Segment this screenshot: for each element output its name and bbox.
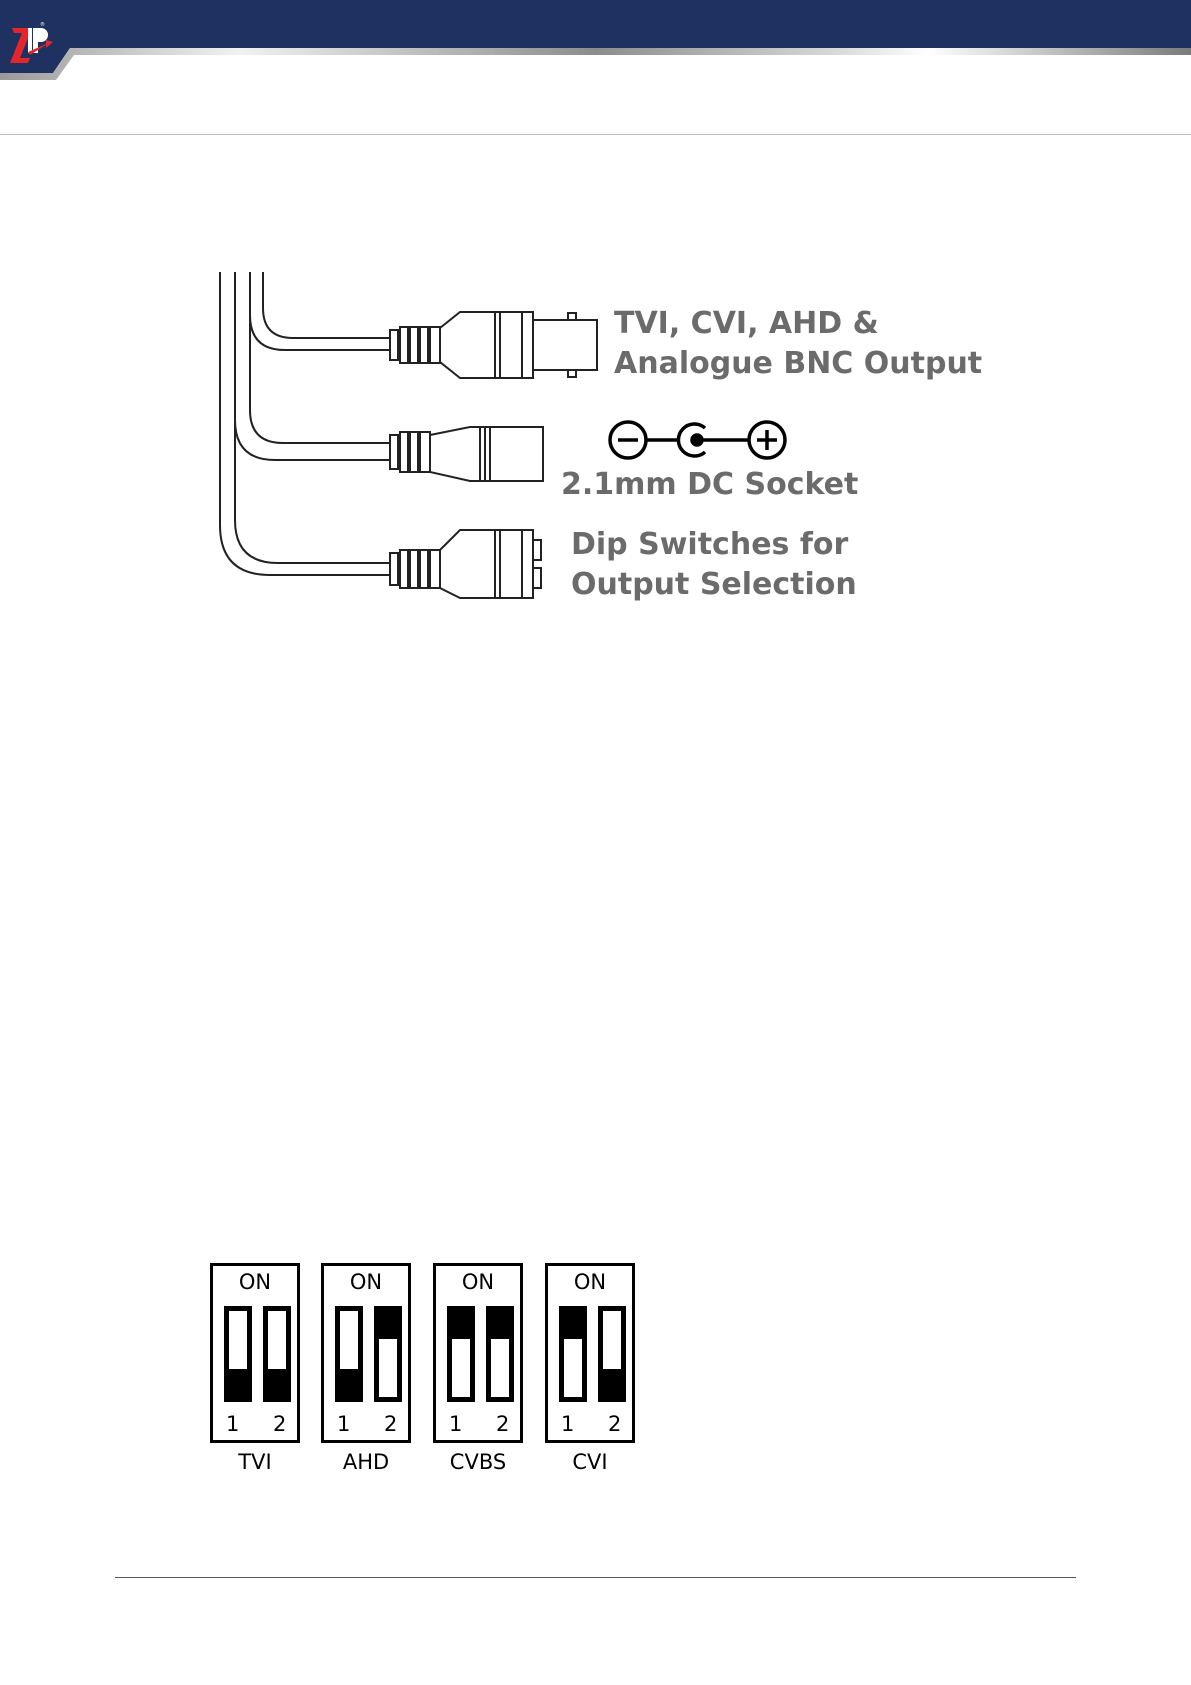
switch-2-on (486, 1306, 514, 1402)
dip-switch-ahd: ON 1 2 (321, 1263, 411, 1443)
bnc-connector (389, 311, 598, 379)
dip-mode-label: TVI (238, 1450, 272, 1474)
header-divider (0, 134, 1191, 135)
switch-number: 1 (449, 1412, 463, 1436)
page-header-banner: ® (0, 0, 1191, 80)
switch-slot (379, 1339, 397, 1397)
on-label: ON (238, 1270, 272, 1294)
svg-text:®: ® (40, 21, 45, 28)
switch-1-off (335, 1306, 363, 1402)
dc-polarity-icon (608, 420, 787, 460)
dip-switch-cvbs: ON 1 2 (433, 1263, 523, 1443)
switch-2-on (374, 1306, 402, 1402)
switch-1-on (447, 1306, 475, 1402)
switch-number: 1 (337, 1412, 351, 1436)
switch-1-on (559, 1306, 587, 1402)
dip-mode-label: CVBS (449, 1450, 507, 1474)
switch-slot (268, 1311, 286, 1369)
switch-slot (229, 1311, 247, 1369)
zip-logo: ® (10, 21, 53, 63)
dip-mode-label: CVI (572, 1450, 608, 1474)
switch-number: 2 (496, 1412, 510, 1436)
switch-number: 1 (226, 1412, 240, 1436)
dip-mode-label: AHD (342, 1450, 390, 1474)
switch-slot (491, 1339, 509, 1397)
switch-slot (603, 1311, 621, 1369)
dc-socket-label: 2.1mm DC Socket (561, 467, 858, 502)
dc-connector (389, 426, 544, 482)
switch-number: 2 (608, 1412, 622, 1436)
on-label: ON (461, 1270, 495, 1294)
dip-switch-tvi: ON 1 2 (210, 1263, 300, 1443)
cable-wires (219, 272, 390, 576)
switch-2-off (598, 1306, 626, 1402)
dip-label-line1: Dip Switches for (571, 527, 849, 562)
bnc-label-line2: Analogue BNC Output (614, 346, 982, 381)
camera-cable-connector-diagram: TVI, CVI, AHD & Analogue BNC Output 2.1m… (219, 272, 982, 602)
switch-slot (564, 1339, 582, 1397)
bnc-label-line1: TVI, CVI, AHD & (614, 306, 879, 341)
switch-number: 2 (273, 1412, 287, 1436)
switch-slot (340, 1311, 358, 1369)
switch-2-off (263, 1306, 291, 1402)
on-label: ON (349, 1270, 383, 1294)
switch-1-off (224, 1306, 252, 1402)
dip-switch-connector (389, 529, 542, 599)
switch-number: 2 (384, 1412, 398, 1436)
dip-switch-cvi: ON 1 2 (545, 1263, 635, 1443)
switch-number: 1 (561, 1412, 575, 1436)
on-label: ON (573, 1270, 607, 1294)
footer-divider (115, 1577, 1076, 1578)
switch-slot (452, 1339, 470, 1397)
dip-label-line2: Output Selection (571, 567, 857, 602)
